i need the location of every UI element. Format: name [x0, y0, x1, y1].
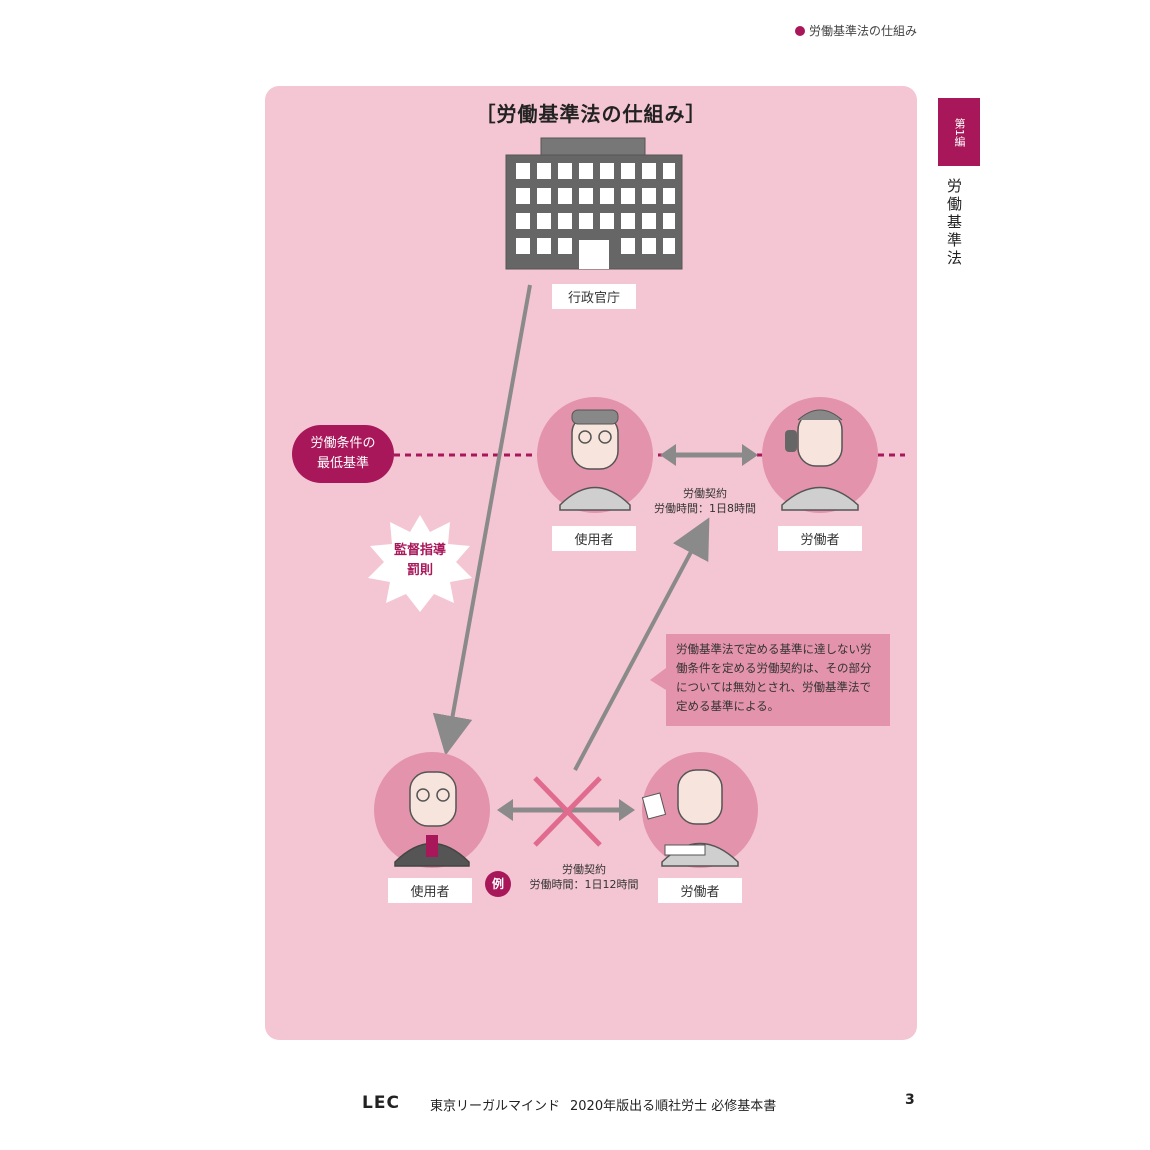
- publisher-logo: LEC: [362, 1093, 400, 1113]
- supervision-arrow: [432, 284, 532, 756]
- bottom-contract-line1: 労働契約: [562, 863, 606, 876]
- top-contract-arrow: [660, 444, 758, 466]
- supervision-label: 監督指導 罰則: [378, 541, 462, 581]
- supervision-line1: 監督指導: [393, 543, 446, 558]
- bottom-employer-figure: [374, 752, 490, 868]
- bottom-employer-label: 使用者: [388, 878, 472, 903]
- bottom-contract-line2: 労働時間：1日12時間: [529, 878, 639, 891]
- running-header: 労働基準法の仕組み: [795, 22, 917, 39]
- replacement-arrow: [573, 517, 710, 771]
- top-contract-label: 労働契約 労働時間：1日8時間: [630, 486, 780, 516]
- government-label: 行政官庁: [552, 284, 636, 309]
- book-title: 2020年版出る順社労士 必修基本書: [570, 1099, 777, 1114]
- standard-label-line1: 労働条件の: [310, 436, 376, 451]
- page-number: 3: [905, 1092, 915, 1108]
- bottom-worker-figure: [641, 752, 758, 868]
- bottom-contract-label: 労働契約 労働時間：1日12時間: [512, 862, 656, 892]
- top-employer-label: 使用者: [552, 526, 636, 551]
- government-building-icon: [505, 137, 683, 270]
- bottom-worker-label: 労働者: [658, 878, 742, 903]
- supervision-line2: 罰則: [406, 563, 433, 578]
- bullet-icon: [795, 25, 805, 36]
- invalid-contract-note: 労働基準法で定める基準に達しない労働条件を定める労働契約は、その部分については無…: [666, 634, 890, 726]
- part-tab: 第1編: [938, 98, 980, 166]
- top-contract-line1: 労働契約: [683, 487, 727, 500]
- note-pointer: [650, 668, 666, 690]
- chapter-label: 労働基準法: [945, 178, 963, 268]
- publisher-name: 東京リーガルマインド: [430, 1099, 561, 1114]
- top-worker-figure: [762, 397, 878, 513]
- invalid-cross-icon: [533, 776, 602, 847]
- top-contract-line2: 労働時間：1日8時間: [654, 502, 756, 515]
- section-title: 労働基準法の仕組み: [809, 24, 918, 38]
- diagram-title: ［労働基準法の仕組み］: [475, 102, 707, 126]
- minimum-standard-badge: 労働条件の 最低基準: [292, 425, 394, 483]
- top-worker-label: 労働者: [778, 526, 862, 551]
- example-badge: 例: [485, 871, 511, 897]
- top-employer-figure: [537, 397, 653, 513]
- standard-label-line2: 最低基準: [316, 456, 369, 471]
- burst-icon: [368, 515, 472, 612]
